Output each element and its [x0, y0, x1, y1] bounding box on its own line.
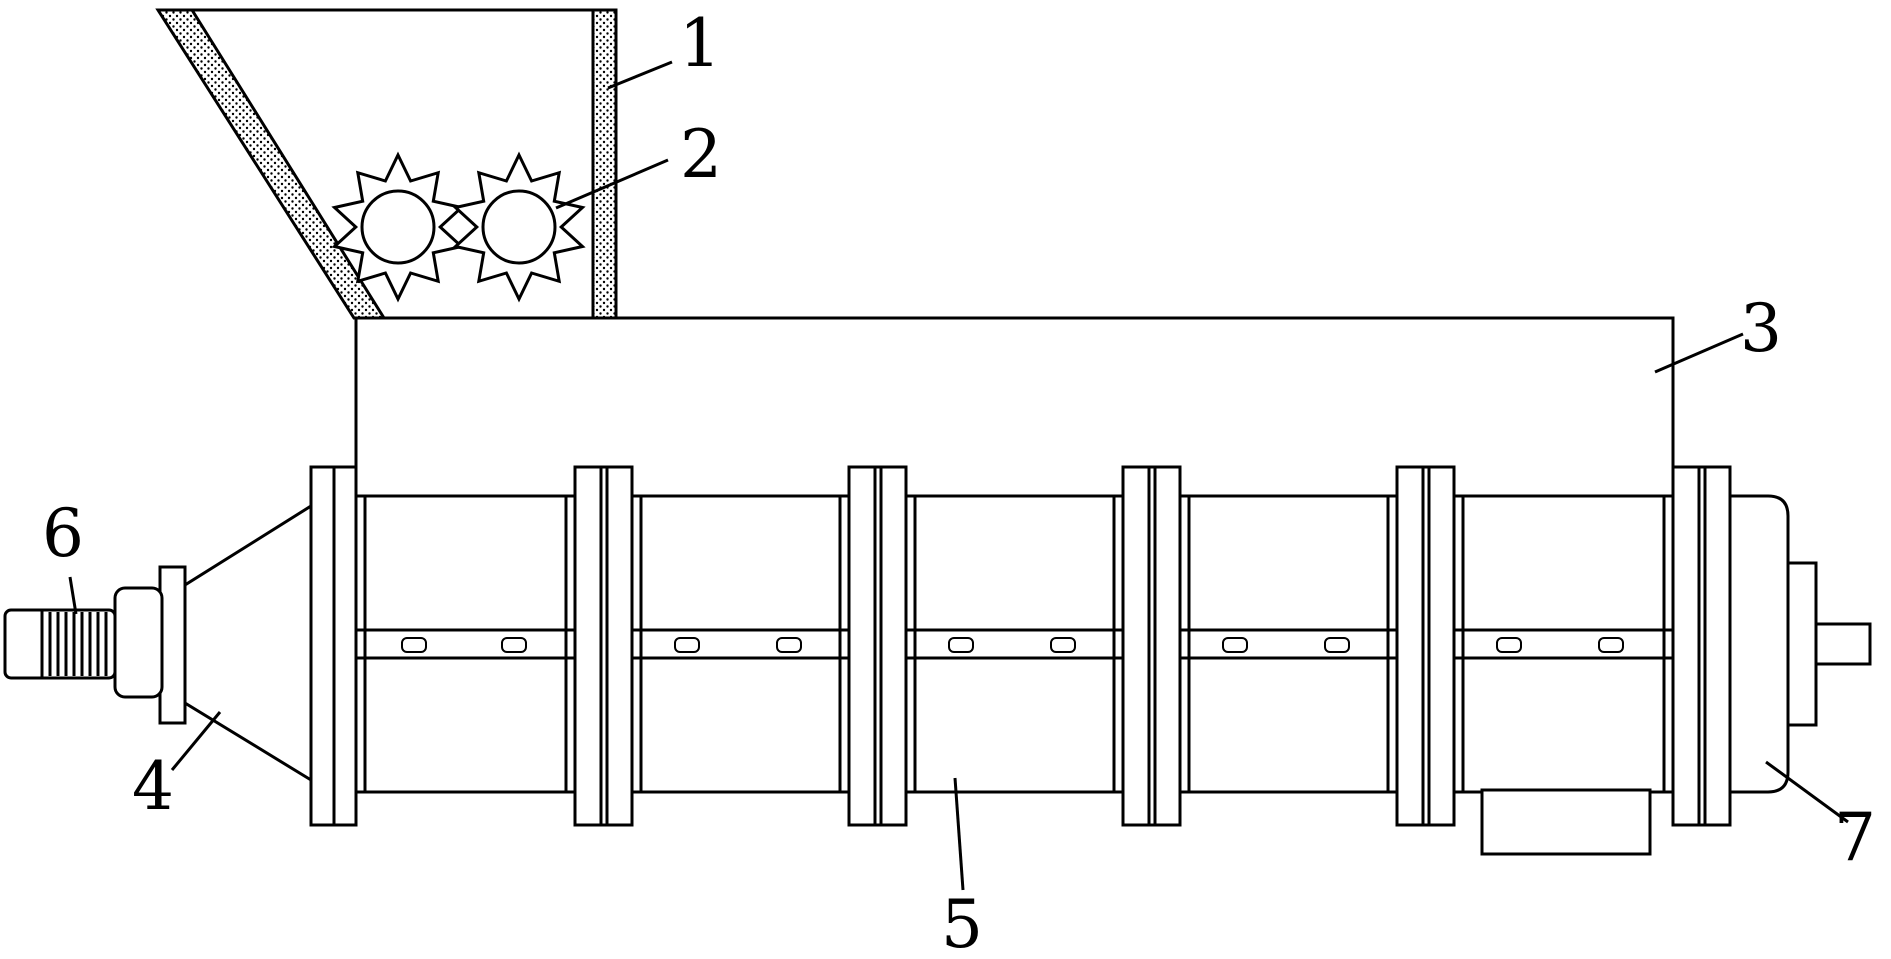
- conical-feed-end: [183, 503, 313, 783]
- right-crushing-roller: [452, 151, 586, 303]
- barrel-flanges: [309, 465, 1732, 827]
- label-2: 2: [680, 116, 722, 193]
- shaft-blades: [401, 637, 1624, 653]
- label-6: 6: [42, 495, 84, 572]
- leader-lines: [68, 60, 1849, 891]
- drive-motor: [3, 565, 187, 725]
- crushing-rollers: [331, 151, 586, 303]
- label-1: 1: [679, 5, 721, 82]
- upper-chamber: [354, 316, 1675, 498]
- part-numbers: 1 2 3 4 5 6 7: [42, 5, 1876, 959]
- feed-hopper: [155, 8, 618, 320]
- left-crushing-roller: [331, 151, 465, 303]
- label-4: 4: [132, 748, 174, 825]
- tail-end-cap: [1480, 494, 1872, 856]
- screw-barrel: [354, 494, 1675, 794]
- label-3: 3: [1740, 290, 1782, 367]
- label-7: 7: [1834, 799, 1876, 876]
- label-5: 5: [941, 886, 983, 959]
